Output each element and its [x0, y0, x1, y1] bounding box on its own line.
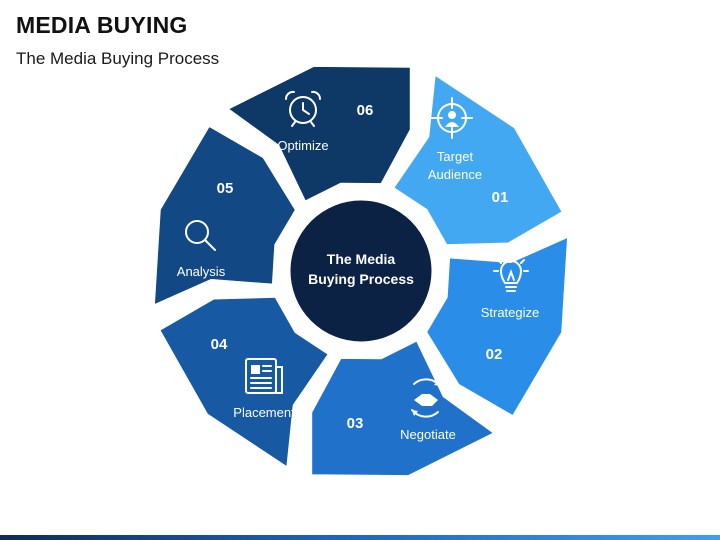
alarm-clock-icon	[284, 90, 322, 127]
step-label: Optimize	[277, 138, 328, 153]
step-arrow-segment	[149, 121, 301, 311]
step-arrow-segment	[421, 231, 573, 421]
process-step-03: Negotiate 03	[307, 335, 500, 481]
handshake-icon	[411, 378, 441, 418]
step-number: 06	[357, 102, 374, 119]
center-hub: The Media Buying Process	[281, 191, 441, 351]
step-label: Target	[437, 149, 474, 164]
bottom-accent-bar	[0, 535, 720, 540]
step-label: Analysis	[177, 264, 226, 279]
center-title-line-2: Buying Process	[308, 271, 414, 287]
step-label: Placement	[233, 405, 295, 420]
step-number: 01	[492, 189, 509, 206]
page-subtitle: The Media Buying Process	[16, 49, 220, 68]
process-step-05: Analysis 05	[149, 121, 301, 311]
magnifier-icon	[185, 220, 216, 251]
target-user-icon	[431, 97, 473, 139]
step-arrow-segment	[222, 61, 415, 207]
process-step-04: Placement 04	[154, 292, 334, 473]
center-circle	[289, 199, 433, 343]
center-title-line-1: The Media	[327, 251, 396, 267]
step-number: 03	[347, 415, 364, 432]
newspaper-icon	[245, 358, 283, 394]
lightbulb-icon	[493, 253, 529, 292]
step-label: Audience	[428, 167, 482, 182]
process-step-06: Optimize 06	[222, 61, 415, 207]
step-arrow-segment	[154, 292, 334, 473]
step-arrow-segment	[307, 335, 500, 481]
step-label: Strategize	[481, 305, 540, 320]
step-label: Negotiate	[400, 427, 456, 442]
step-number: 02	[486, 346, 503, 363]
page-title: MEDIA BUYING	[16, 12, 188, 38]
step-arrow-segment	[388, 69, 568, 250]
step-number: 04	[211, 336, 228, 353]
process-step-02: Strategize 02	[421, 231, 573, 421]
step-number: 05	[217, 180, 234, 197]
